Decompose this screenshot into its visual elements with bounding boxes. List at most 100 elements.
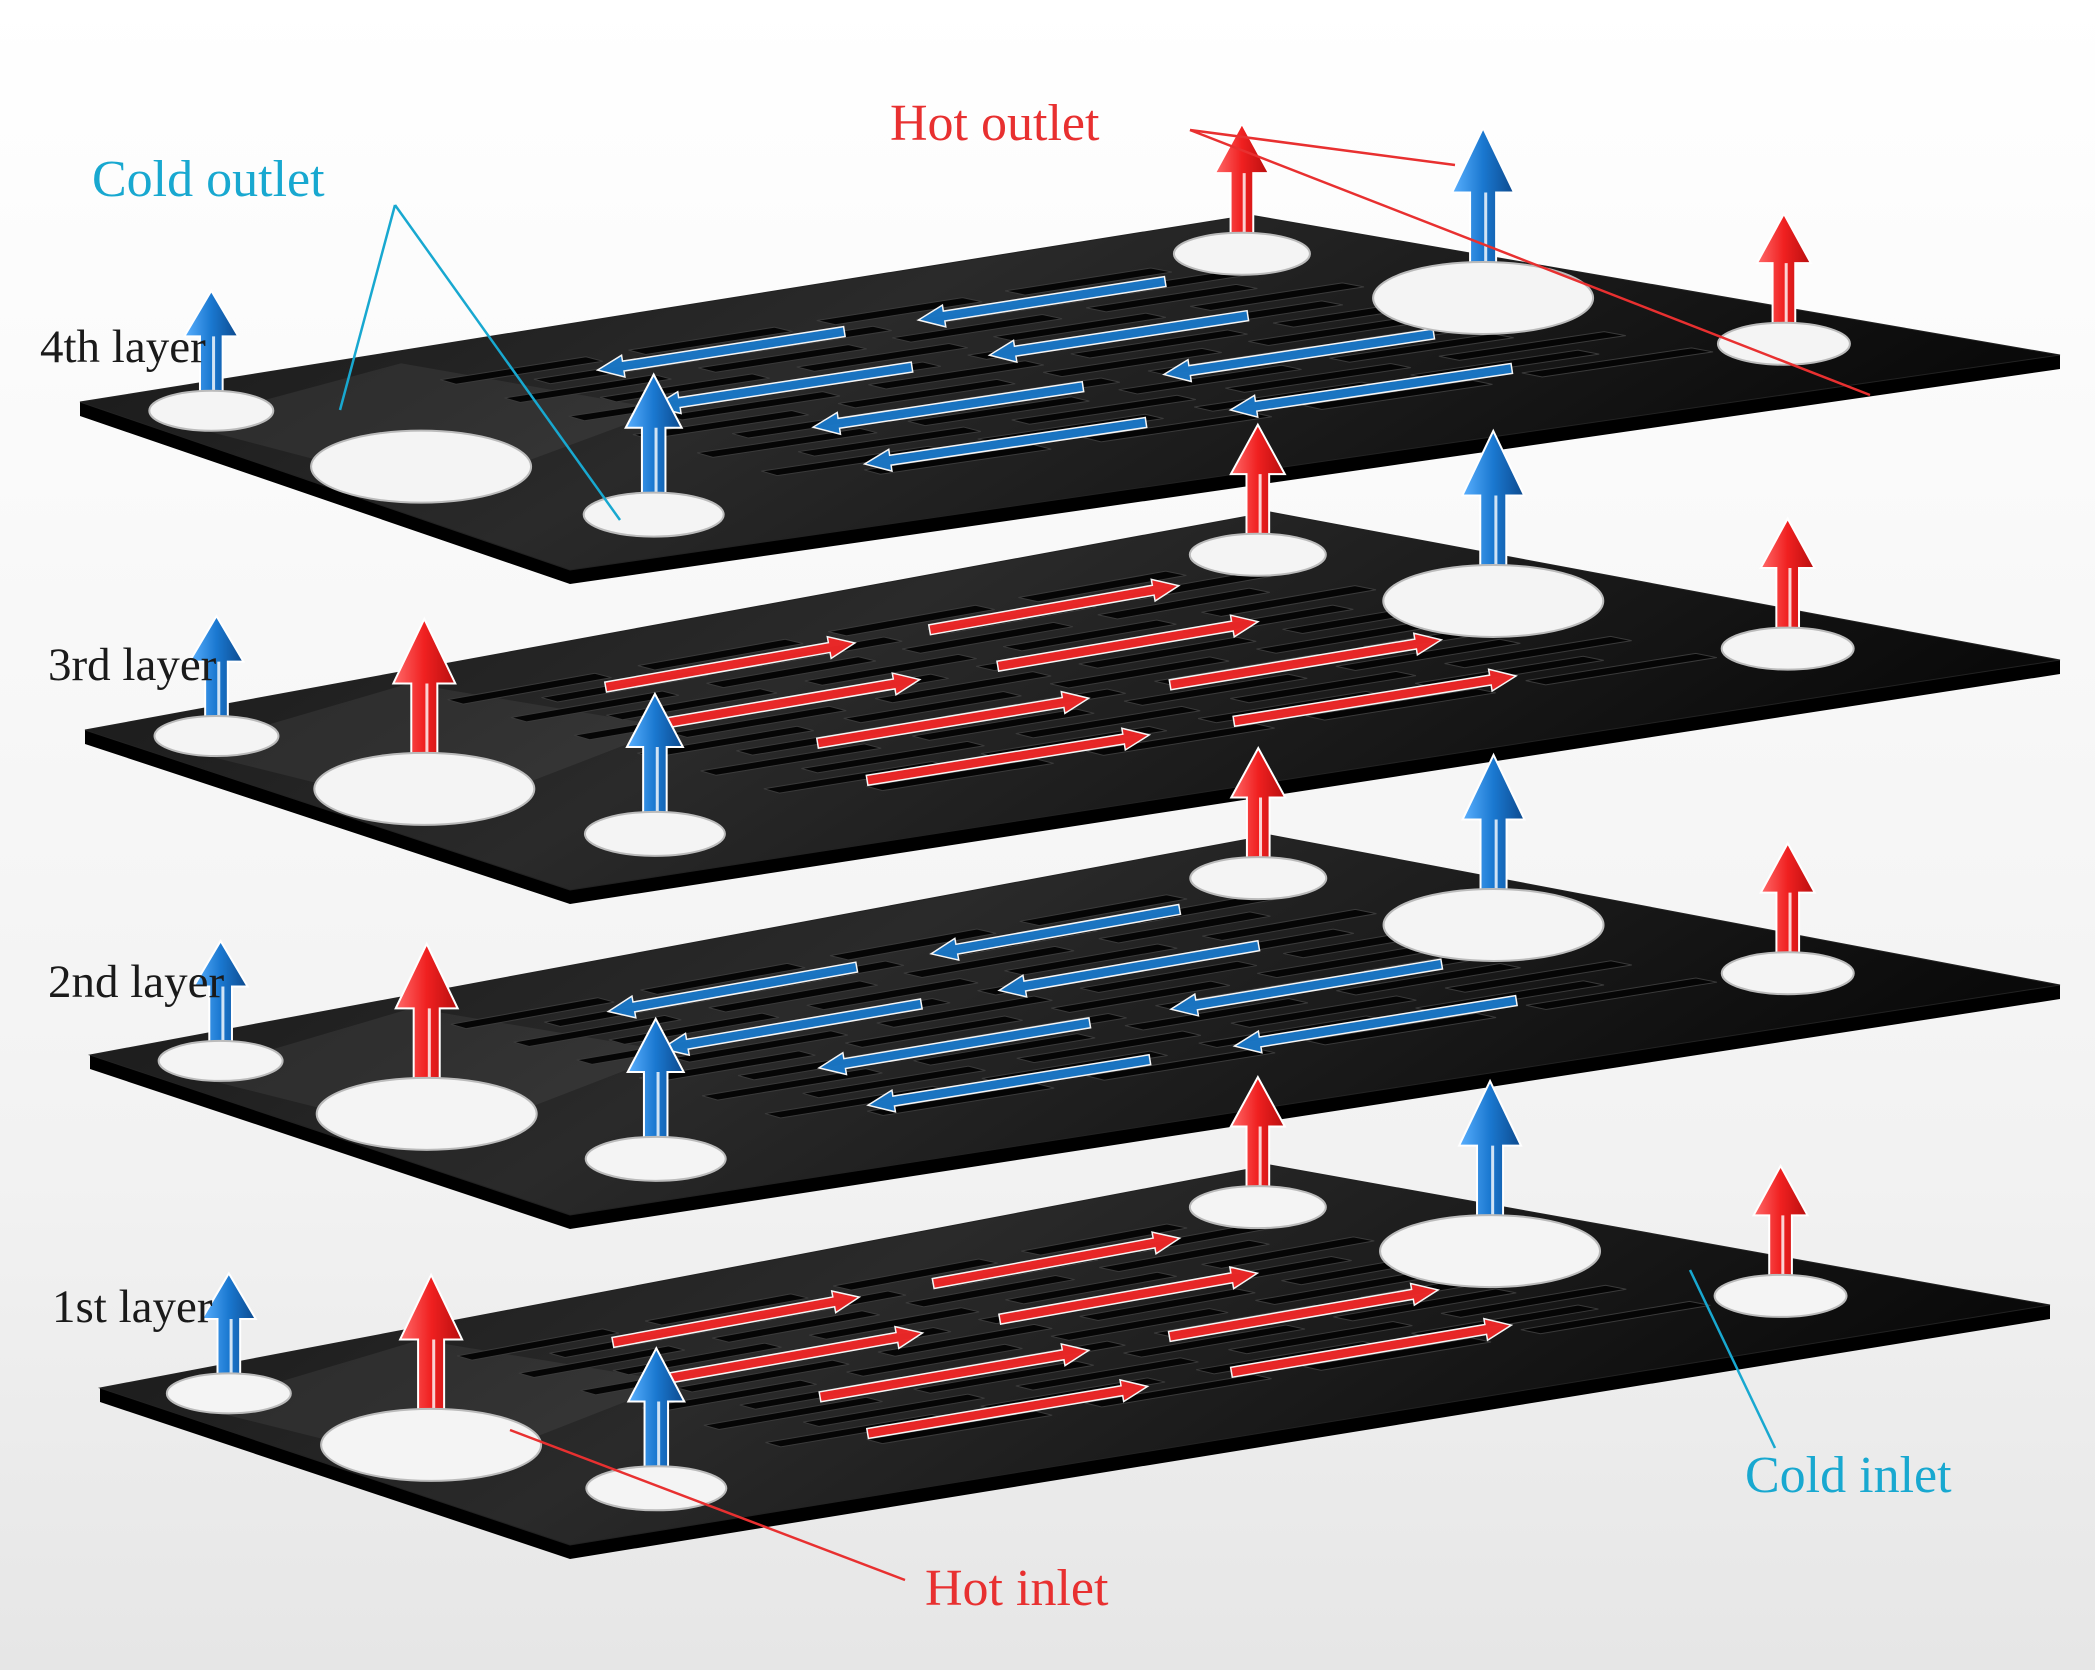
port-hole [313, 751, 536, 826]
channel-slot [1002, 619, 1177, 652]
channel-slot [1521, 347, 1714, 378]
labels-group: 4th layer 3rd layer 2nd layer 1st layer … [40, 95, 1952, 1617]
channel-slot [903, 945, 1075, 978]
flow-arrow [865, 727, 1152, 787]
channel-slot [833, 1258, 998, 1291]
hot-inlet-leader [509, 1428, 906, 1582]
port-hole [583, 810, 726, 857]
layer-3-flow-arrows [603, 578, 1518, 787]
channel-slot [1004, 267, 1173, 296]
flow-arrow [1169, 958, 1444, 1017]
flow-arrow [997, 939, 1261, 998]
channel-slot [993, 312, 1166, 342]
channel-slot [1043, 347, 1222, 378]
channel-slot [876, 995, 1053, 1028]
channel-slot [644, 1293, 809, 1326]
flow-arrow [817, 1016, 1092, 1076]
flow-arrow [1168, 632, 1444, 691]
port-hole [1172, 231, 1311, 276]
channel-slot [901, 621, 1073, 654]
flow-arrow [659, 998, 924, 1057]
channel-slot [1230, 670, 1417, 704]
channel-slot [913, 1360, 1094, 1394]
flow-arrow [865, 1378, 1150, 1440]
flow-arrow [606, 961, 859, 1019]
flow-arrow [657, 672, 922, 730]
port-hole [1379, 1214, 1602, 1289]
channel-slot [504, 374, 672, 404]
flow-arrow [1228, 362, 1514, 419]
channel-slot [1004, 943, 1178, 976]
cold-outlet-label: Cold outlet [92, 151, 325, 208]
port-hole [157, 1039, 284, 1082]
flow-arrow [987, 309, 1250, 364]
cold-inlet-label: Cold inlet [1745, 1447, 1952, 1504]
channel-slot [1078, 636, 1257, 669]
channel-slot [1005, 1271, 1177, 1305]
channel-slot [518, 1345, 685, 1379]
flow-arrow [663, 1325, 925, 1385]
channel-slot [1051, 980, 1231, 1013]
port-hole [1716, 321, 1851, 366]
channel-slot [712, 1310, 880, 1343]
channel-slot [1305, 688, 1496, 721]
channel-slot [1097, 587, 1270, 620]
channel-slot [907, 396, 1090, 427]
channel-slot [708, 980, 878, 1013]
channel-slot [1201, 1236, 1375, 1269]
channel-slot [628, 326, 793, 356]
channel-slot [829, 928, 997, 961]
layer-4-label: 4th layer [40, 321, 206, 373]
flow-arrow [1162, 328, 1436, 383]
flow-arrow [815, 690, 1091, 749]
flow-arrow [927, 578, 1181, 636]
channel-slot [450, 997, 615, 1030]
channel-slot [1230, 995, 1417, 1028]
channel-slot [797, 426, 981, 457]
channel-slot [1016, 1030, 1202, 1064]
channel-slot [828, 604, 995, 637]
port-hole [582, 491, 725, 538]
channel-slot [1079, 960, 1258, 994]
channel-slot [1228, 1321, 1413, 1355]
channel-slot [1015, 705, 1201, 739]
channel-slot [874, 671, 1052, 704]
channel-slot [702, 1068, 883, 1101]
port-hole [1720, 626, 1855, 671]
flow-arrow [603, 635, 857, 693]
channel-slot [913, 1033, 1096, 1066]
channel-slot [1070, 329, 1248, 359]
port-hole [1720, 951, 1855, 996]
layer-4-channels [440, 266, 1714, 477]
channel-slot [905, 1274, 1075, 1308]
channel-slot [1335, 638, 1521, 671]
channel-slot [877, 1323, 1053, 1357]
channel-slot [837, 378, 1016, 409]
channel-slot [803, 1393, 985, 1427]
channel-slot [1329, 333, 1514, 363]
flow-arrow [1232, 994, 1519, 1054]
leader-lines-group [338, 128, 1871, 1582]
channel-slot [1118, 364, 1302, 395]
plates-group [79, 121, 2061, 1559]
channel-slot [698, 344, 867, 373]
channel-slot [456, 1328, 620, 1361]
port-hole [310, 429, 533, 504]
port-hole [1188, 1185, 1327, 1230]
channel-slot [671, 705, 847, 738]
channel-slot [806, 978, 979, 1011]
flow-arrow [595, 325, 846, 378]
channel-slot [801, 740, 985, 774]
hot-outlet-leader [1189, 128, 1456, 167]
flow-arrow [862, 416, 1148, 473]
hot-outlet-label: Hot outlet [890, 95, 1100, 152]
channel-slot [1086, 283, 1258, 313]
layer-1-port-arrows [200, 1075, 1810, 1490]
channel-slot [892, 314, 1063, 343]
channel-slot [843, 691, 1022, 724]
port-hole [153, 715, 280, 758]
port-hole [1372, 260, 1595, 335]
flow-arrow [916, 275, 1167, 328]
cold-outlet-leader [393, 204, 622, 521]
